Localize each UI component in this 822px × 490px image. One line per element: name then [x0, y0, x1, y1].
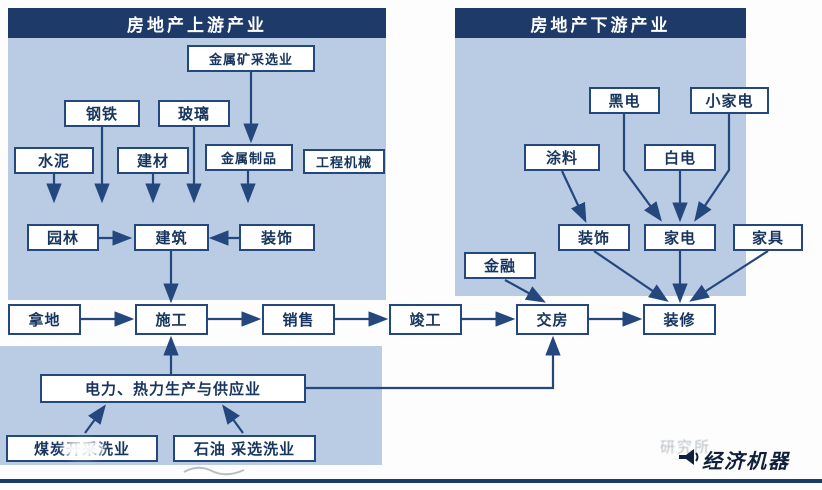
node-white-goods: 白电 [644, 144, 716, 171]
scribble-artifact [183, 466, 245, 476]
node-metal-products: 金属制品 [205, 144, 293, 171]
node-building: 建筑 [134, 224, 209, 251]
node-decoration-upstream: 装饰 [239, 224, 315, 251]
node-completion: 竣工 [389, 304, 462, 335]
node-machinery: 工程机械 [303, 149, 385, 174]
node-land: 拿地 [8, 304, 81, 335]
node-appliance: 家电 [644, 224, 716, 251]
node-black-tv: 黑电 [589, 87, 660, 114]
node-oil: 石油 采选洗业 [173, 435, 316, 462]
node-renovation: 装修 [643, 304, 716, 335]
node-delivery: 交房 [516, 304, 589, 335]
bottom-divider [0, 479, 822, 483]
node-paint: 涂料 [524, 144, 600, 171]
watermark-brand: 经济机器 [702, 451, 790, 473]
downstream-header: 房地产下游产业 [455, 8, 746, 38]
node-cement: 水泥 [14, 147, 94, 174]
node-finance: 金融 [464, 252, 536, 279]
node-glass: 玻璃 [158, 100, 230, 127]
watermark-faint: 研究所 [660, 439, 712, 456]
node-steel: 钢铁 [64, 100, 140, 127]
node-landscape: 园林 [27, 224, 99, 251]
node-construction: 施工 [135, 304, 208, 335]
node-small-appliance: 小家电 [690, 87, 769, 114]
node-decoration-downstream: 装饰 [558, 224, 630, 251]
node-power: 电力、热力生产与供应业 [40, 374, 306, 403]
node-furniture: 家具 [733, 224, 803, 251]
node-metal-ore: 金属矿采选业 [187, 45, 315, 72]
node-building-materials: 建材 [117, 147, 189, 174]
smudge-artifact [62, 440, 104, 458]
upstream-header: 房地产上游产业 [8, 8, 386, 38]
megaphone-icon [679, 449, 699, 465]
node-sales: 销售 [262, 304, 335, 335]
